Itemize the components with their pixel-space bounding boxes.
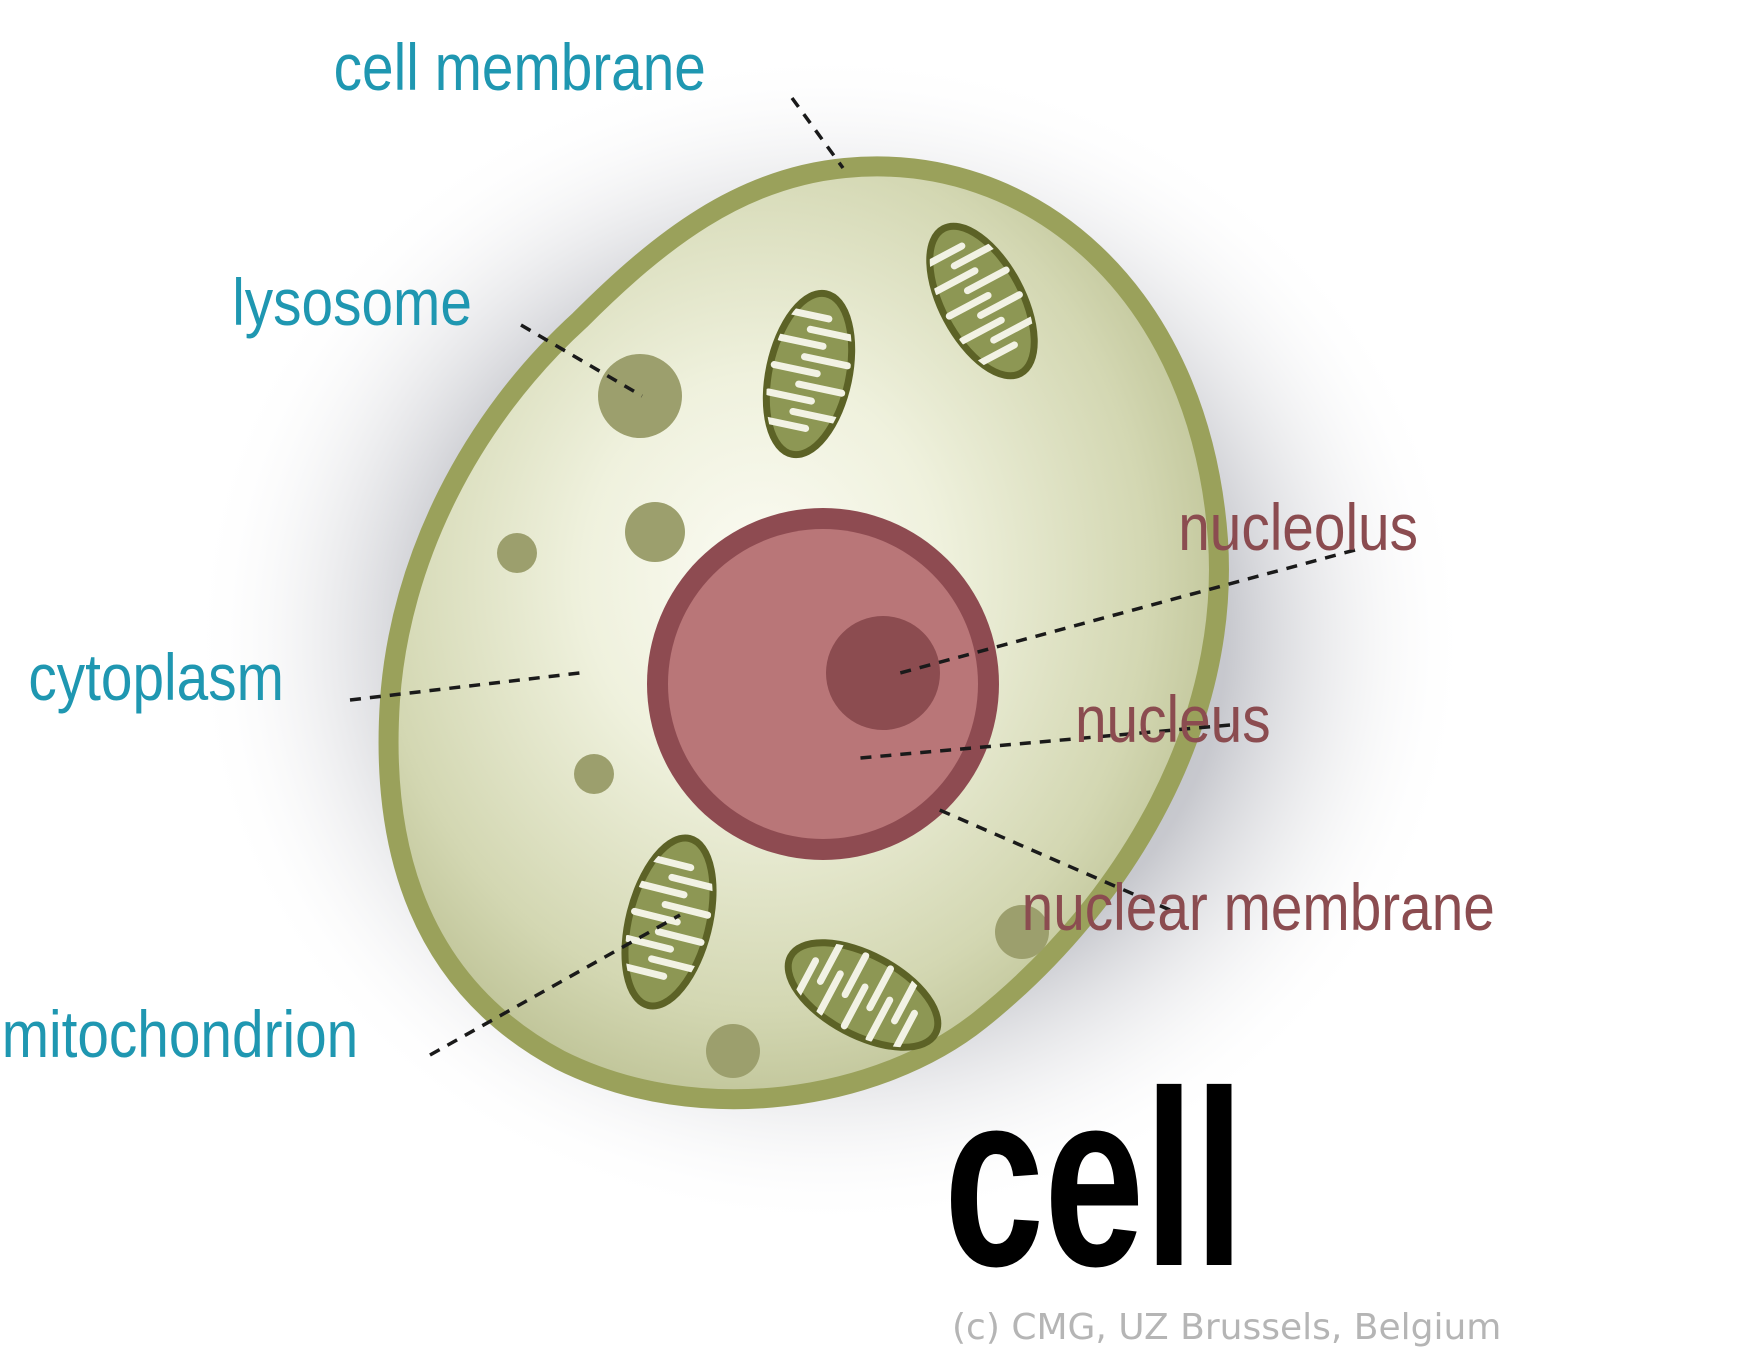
nucleolus-body xyxy=(826,616,940,730)
leader-lysosome xyxy=(520,323,643,398)
copyright-credit: (c) CMG, UZ Brussels, Belgium xyxy=(952,1307,1501,1348)
leader-nucleus xyxy=(859,723,1231,760)
label-cell-membrane: cell membrane xyxy=(334,31,706,105)
nucleus-body xyxy=(668,529,978,839)
lysosome-5 xyxy=(995,905,1049,959)
leader-nuclear-membrane xyxy=(934,806,1171,912)
label-nucleus: nucleus xyxy=(1075,683,1271,757)
label-lysosome: lysosome xyxy=(232,266,472,340)
diagram-title: cell xyxy=(944,1040,1244,1319)
lysosome-6 xyxy=(706,1024,760,1078)
mitochondrion-4 xyxy=(784,939,942,1056)
label-nucleolus: nucleolus xyxy=(1178,491,1418,565)
leader-mitochondrion xyxy=(429,913,681,1057)
mitochondrion-3 xyxy=(617,834,719,1010)
mitochondrion-1 xyxy=(759,289,857,459)
label-nuclear-membrane: nuclear membrane xyxy=(1022,871,1495,945)
mitochondrion-2 xyxy=(919,222,1038,380)
lysosome-4 xyxy=(574,754,614,794)
lysosome-2 xyxy=(625,502,685,562)
label-cytoplasm: cytoplasm xyxy=(28,641,283,715)
label-mitochondrion: mitochondrion xyxy=(2,998,358,1072)
leader-cell-membrane xyxy=(790,96,845,170)
lysosome-1 xyxy=(598,354,682,438)
lysosome-3 xyxy=(497,533,537,573)
